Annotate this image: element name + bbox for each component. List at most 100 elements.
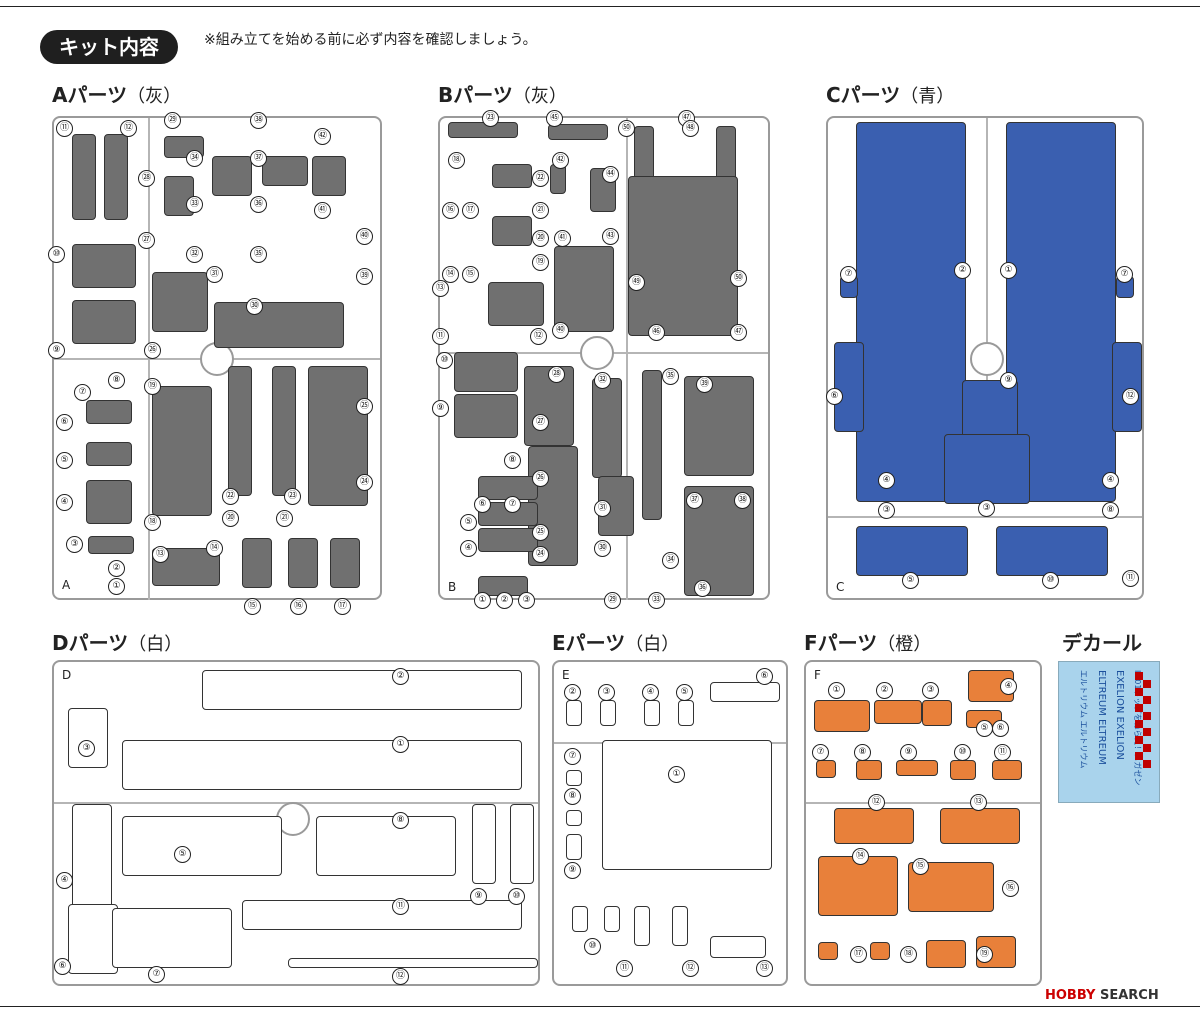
- part-number-b: ㉒: [532, 170, 549, 187]
- part-number-b: ⑩: [436, 352, 453, 369]
- part-a-2: [104, 134, 128, 220]
- part-number-a: ①: [108, 578, 125, 595]
- part-number-f: ⑬: [970, 794, 987, 811]
- decal-sheet: IM01トップをねらえ！メガゼン EXELION EXELION ELTREUM…: [1058, 661, 1160, 803]
- part-b-8: [628, 176, 738, 336]
- part-number-b: ㊵: [552, 322, 569, 339]
- part-e-7: [566, 770, 582, 786]
- part-number-b: ㉖: [532, 470, 549, 487]
- panel-d-color: （白）: [128, 634, 183, 655]
- part-number-a: ㉞: [186, 150, 203, 167]
- part-a-9: [72, 300, 136, 344]
- part-f-11: [834, 808, 914, 844]
- part-number-a: ㉛: [206, 266, 223, 283]
- decal-checker: [1135, 672, 1151, 768]
- part-number-f: ⑫: [868, 794, 885, 811]
- part-number-b: ㊲: [686, 492, 703, 509]
- part-d-12: [288, 958, 538, 968]
- part-number-f: ⑮: [912, 858, 929, 875]
- part-b-12: [454, 352, 518, 392]
- part-number-d: ⑨: [470, 888, 487, 905]
- part-e-13: [672, 906, 688, 946]
- sprue-b-hub: [580, 336, 614, 370]
- part-number-b: ⑥: [474, 496, 491, 513]
- part-number-a: ⑤: [56, 452, 73, 469]
- part-number-a: ㉓: [284, 488, 301, 505]
- part-number-c: ⑥: [826, 388, 843, 405]
- part-d-11: [242, 900, 522, 930]
- part-a-7: [164, 176, 194, 216]
- part-e-9: [566, 834, 582, 860]
- part-number-b: ㉙: [604, 592, 621, 609]
- part-e-4: [678, 700, 694, 726]
- part-number-a: ㉖: [144, 342, 161, 359]
- part-f-7: [856, 760, 882, 780]
- part-b-9: [492, 216, 532, 246]
- part-number-b: ⑦: [504, 496, 521, 513]
- part-number-b: ㊿: [618, 120, 635, 137]
- part-number-a: ㉕: [356, 398, 373, 415]
- part-number-d: ④: [56, 872, 73, 889]
- part-number-a: ㉟: [250, 246, 267, 263]
- part-b-2: [548, 124, 608, 140]
- part-e-2: [600, 700, 616, 726]
- part-number-e: ④: [642, 684, 659, 701]
- part-a-21: [242, 538, 272, 588]
- part-e-11: [604, 906, 620, 932]
- part-a-8: [72, 244, 136, 288]
- part-number-b: ⑪: [432, 328, 449, 345]
- part-number-e: ⑪: [616, 960, 633, 977]
- part-number-b: ⑳: [532, 230, 549, 247]
- sprue-c-corner-label: C: [836, 580, 845, 594]
- part-number-a: ㉗: [138, 232, 155, 249]
- part-b-17: [454, 394, 518, 438]
- part-number-c: ⑤: [902, 572, 919, 589]
- part-number-b: ⑯: [442, 202, 459, 219]
- panel-f-title: Fパーツ（橙）: [804, 630, 931, 658]
- part-number-a: ⑳: [222, 510, 239, 527]
- part-number-c: ④: [878, 472, 895, 489]
- panel-a-color: （灰）: [127, 86, 182, 107]
- part-d-8: [510, 804, 534, 884]
- part-number-f: ⑩: [954, 744, 971, 761]
- part-c-5: [834, 342, 864, 432]
- part-b-11: [488, 282, 544, 326]
- watermark-rest: SEARCH: [1099, 988, 1159, 1003]
- part-f-3: [922, 700, 952, 726]
- panel-b-color: （灰）: [512, 86, 567, 107]
- part-c-10: [996, 526, 1108, 576]
- sprue-a-corner-label: A: [62, 578, 71, 592]
- part-number-a: ㊲: [250, 150, 267, 167]
- panel-f-color: （橙）: [877, 634, 932, 655]
- part-number-a: ㉘: [138, 170, 155, 187]
- part-number-b: ⑮: [462, 266, 479, 283]
- part-number-c: ③: [878, 502, 895, 519]
- part-number-d: ③: [78, 740, 95, 757]
- part-number-b: ㉜: [594, 372, 611, 389]
- decal-checker-square: [1135, 704, 1143, 712]
- panel-a-title: Aパーツ（灰）: [52, 82, 181, 110]
- part-number-c: ⑦: [1116, 266, 1133, 283]
- part-number-b: ㊶: [554, 230, 571, 247]
- part-number-f: ④: [1000, 678, 1017, 695]
- part-number-d: ①: [392, 736, 409, 753]
- part-number-b: ㊹: [602, 166, 619, 183]
- hobby-search-watermark: HOBBY SEARCH: [1045, 988, 1159, 1003]
- part-number-b: ⑫: [530, 328, 547, 345]
- decal-checker-square: [1135, 720, 1143, 728]
- watermark-brand: HOBBY: [1045, 988, 1096, 1003]
- part-number-a: ⑭: [206, 540, 223, 557]
- part-number-b: ①: [474, 592, 491, 609]
- bottom-frame-line: [0, 1006, 1200, 1007]
- part-b-23: [478, 528, 538, 552]
- part-number-a: ㉚: [246, 298, 263, 315]
- part-number-b: ③: [518, 592, 535, 609]
- decal-line-4: エルトリウム エルトリウム: [1079, 670, 1088, 769]
- part-c-6: [1112, 342, 1142, 432]
- sprue-b-corner-label: B: [448, 580, 457, 594]
- decal-line-2: EXELION EXELION: [1114, 670, 1125, 760]
- part-number-c: ⑩: [1042, 572, 1059, 589]
- sprue-c-rail-v: [986, 118, 988, 448]
- part-number-e: ⑨: [564, 862, 581, 879]
- part-a-13: [228, 366, 252, 496]
